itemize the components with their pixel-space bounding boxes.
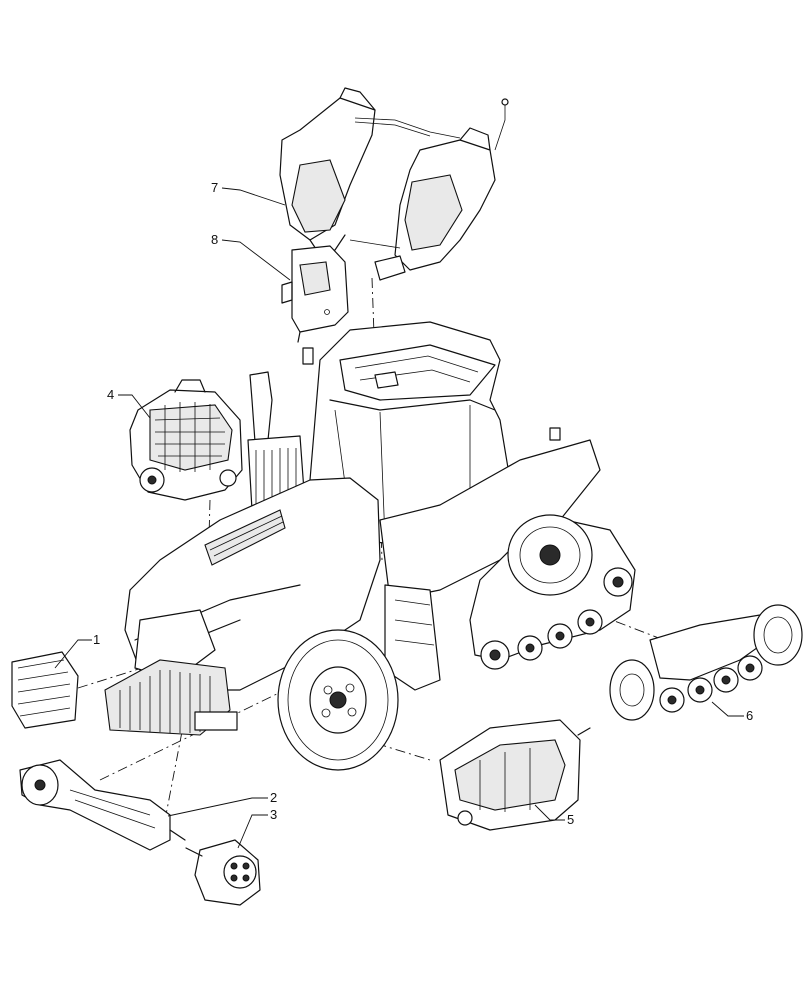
part-7-cab-ducts xyxy=(279,87,509,281)
part-8-bracket xyxy=(281,245,349,343)
leader-lines xyxy=(54,187,744,849)
part-3-front-hub xyxy=(185,839,261,906)
callout-6: 6 xyxy=(746,708,753,723)
part-6-track-undercarriage xyxy=(609,604,803,721)
callout-8: 8 xyxy=(211,232,218,247)
callout-3: 3 xyxy=(270,807,277,822)
part-5-transmission xyxy=(439,719,591,831)
rear-tracks xyxy=(469,514,636,670)
part-4-engine xyxy=(129,379,243,501)
part-2-front-axle xyxy=(19,759,186,851)
callout-labels: 7 8 4 1 2 3 5 6 xyxy=(93,180,753,827)
part-1-radiator xyxy=(11,651,79,729)
callout-4: 4 xyxy=(107,387,114,402)
callout-2: 2 xyxy=(270,790,277,805)
callout-7: 7 xyxy=(211,180,218,195)
front-wheel xyxy=(277,629,399,771)
callout-5: 5 xyxy=(567,812,574,827)
callout-1: 1 xyxy=(93,632,100,647)
